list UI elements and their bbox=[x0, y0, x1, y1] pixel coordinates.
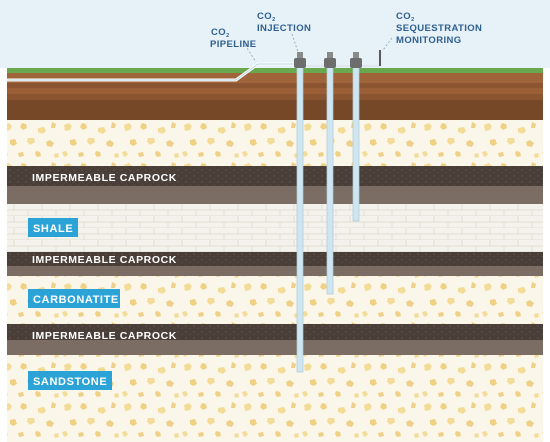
caprock-label-1: IMPERMEABLE CAPROCK bbox=[32, 172, 177, 184]
caprock-layer-3 bbox=[7, 324, 543, 340]
grass-strip bbox=[7, 68, 543, 73]
pipeline-label-line2: PIPELINE bbox=[210, 39, 257, 50]
monitoring-label-line1: CO2 bbox=[396, 11, 415, 23]
shale-layer bbox=[7, 204, 543, 252]
monitoring-label-line2: SEQUESTRATION bbox=[396, 23, 482, 34]
carbonatite-well bbox=[326, 65, 334, 295]
caprock-layer-1 bbox=[7, 166, 543, 186]
sandstone-layer bbox=[7, 355, 543, 442]
shale-tag bbox=[28, 218, 78, 237]
shale-well bbox=[352, 65, 360, 222]
carbonatite-tag bbox=[28, 289, 120, 308]
carbonatite-label: CARBONATITE bbox=[33, 294, 119, 306]
pipeline-leader bbox=[244, 44, 257, 63]
sand-layer-top bbox=[7, 120, 543, 166]
monitoring-label-line3: MONITORING bbox=[396, 35, 462, 46]
caprock-label-2: IMPERMEABLE CAPROCK bbox=[32, 254, 177, 266]
injection-leader bbox=[291, 33, 299, 53]
injection-well bbox=[296, 65, 304, 373]
sandstone-label: SANDSTONE bbox=[33, 376, 107, 388]
sky bbox=[0, 0, 550, 68]
wellhead-injection-icon bbox=[294, 52, 306, 68]
wellhead-carbonatite-icon bbox=[324, 52, 336, 68]
sandstone-tag bbox=[28, 371, 112, 390]
shale-label: SHALE bbox=[33, 223, 73, 235]
wellhead-shale-icon bbox=[350, 52, 362, 68]
injection-label-line1: CO2 bbox=[257, 11, 276, 23]
monitoring-leader bbox=[382, 37, 393, 51]
injection-label-line2: INJECTION bbox=[257, 23, 311, 34]
pipeline-label-line1: CO2 bbox=[211, 27, 230, 39]
caprock-label-3: IMPERMEABLE CAPROCK bbox=[32, 330, 177, 342]
caprock-layer-2 bbox=[7, 252, 543, 266]
